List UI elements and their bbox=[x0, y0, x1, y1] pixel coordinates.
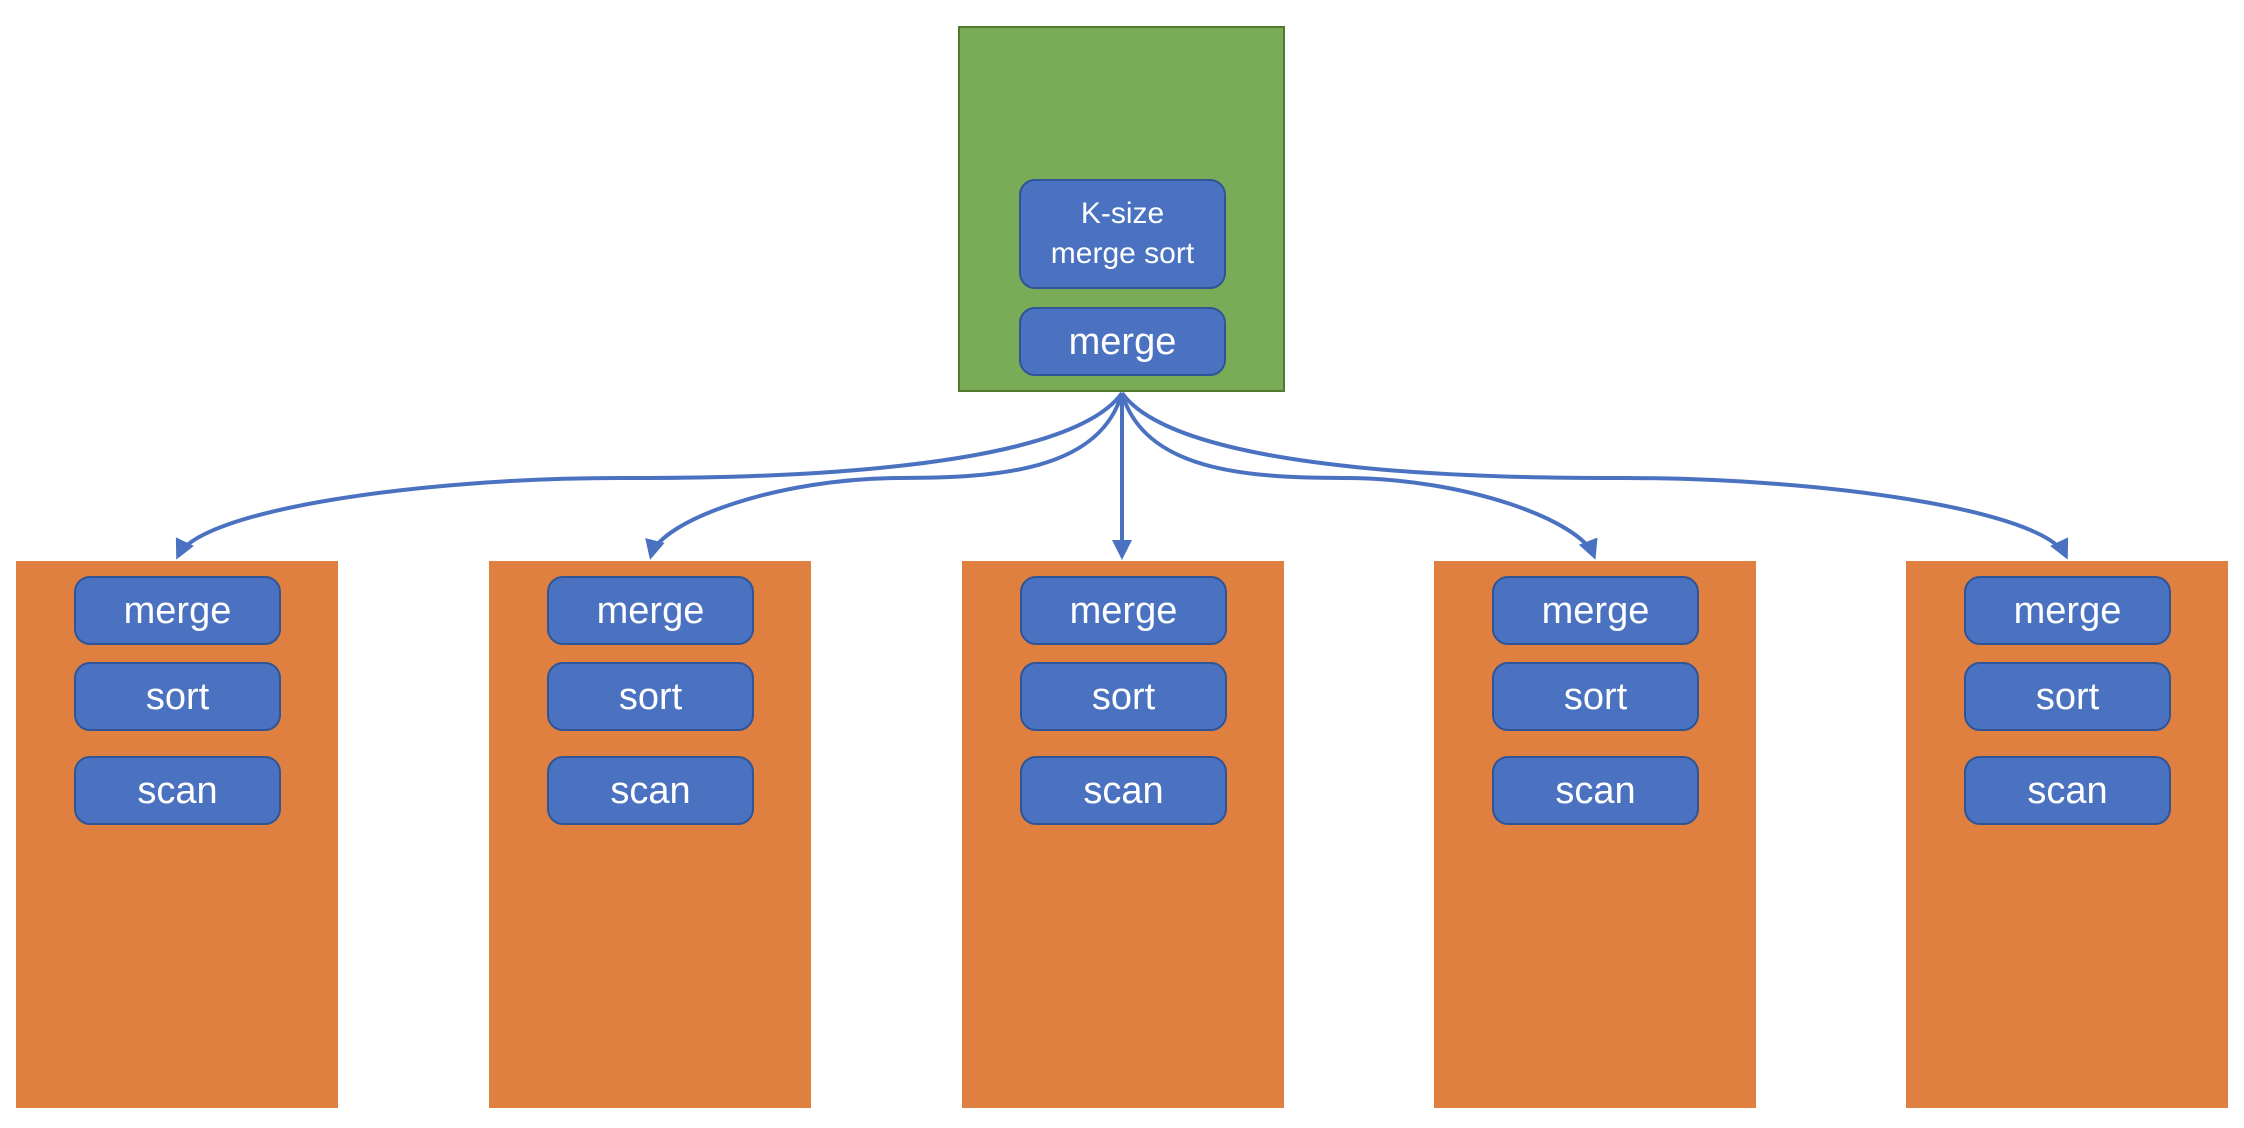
worker-node-2: merge sort scan bbox=[489, 561, 811, 1108]
coordinator-node: K-size merge sort merge bbox=[958, 26, 1285, 392]
arrow-to-worker-4 bbox=[1120, 392, 1598, 560]
k-size-merge-sort-operator: K-size merge sort bbox=[1019, 179, 1226, 289]
worker-4-merge-operator: merge bbox=[1492, 576, 1699, 645]
worker-1-sort-operator: sort bbox=[74, 662, 281, 731]
worker-3-sort-operator: sort bbox=[1020, 662, 1227, 731]
worker-node-5: merge sort scan bbox=[1906, 561, 2228, 1108]
worker-5-scan-operator: scan bbox=[1964, 756, 2171, 825]
worker-5-merge-operator: merge bbox=[1964, 576, 2171, 645]
worker-2-sort-operator: sort bbox=[547, 662, 754, 731]
worker-1-merge-operator: merge bbox=[74, 576, 281, 645]
arrow-to-worker-1 bbox=[175, 391, 1124, 560]
arrow-to-worker-5 bbox=[1120, 391, 2069, 560]
worker-node-4: merge sort scan bbox=[1434, 561, 1756, 1108]
coordinator-merge-operator: merge bbox=[1019, 307, 1226, 376]
worker-4-scan-operator: scan bbox=[1492, 756, 1699, 825]
worker-node-1: merge sort scan bbox=[16, 561, 338, 1108]
worker-5-sort-operator: sort bbox=[1964, 662, 2171, 731]
worker-1-scan-operator: scan bbox=[74, 756, 281, 825]
worker-3-merge-operator: merge bbox=[1020, 576, 1227, 645]
arrow-to-worker-2 bbox=[645, 392, 1124, 560]
worker-2-scan-operator: scan bbox=[547, 756, 754, 825]
worker-3-scan-operator: scan bbox=[1020, 756, 1227, 825]
worker-4-sort-operator: sort bbox=[1492, 662, 1699, 731]
worker-node-3: merge sort scan bbox=[962, 561, 1284, 1108]
worker-2-merge-operator: merge bbox=[547, 576, 754, 645]
